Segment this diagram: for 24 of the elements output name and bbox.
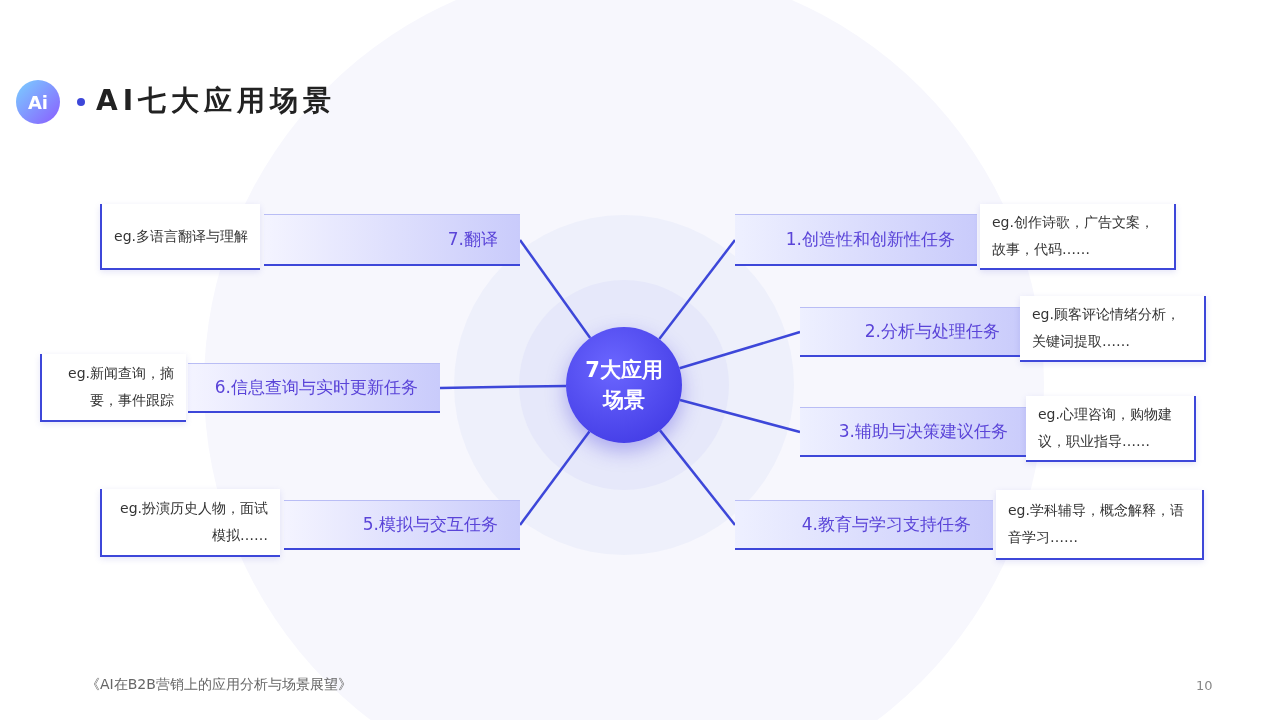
connector-line: [679, 398, 801, 434]
ai-icon: Ai: [16, 80, 60, 124]
task-banner: 1.创造性和创新性任务: [735, 214, 977, 266]
page-number: 10: [1196, 678, 1213, 693]
task-banner: 6.信息查询与实时更新任务: [188, 363, 440, 413]
task-banner: 7.翻译: [264, 214, 520, 266]
task-banner: 2.分析与处理任务: [800, 307, 1022, 357]
connector-line: [519, 430, 591, 526]
example-box: eg.学科辅导，概念解释，语音学习……: [996, 490, 1204, 560]
connector-line: [519, 239, 592, 339]
task-banner: 4.教育与学习支持任务: [735, 500, 993, 550]
task-banner: 5.模拟与交互任务: [284, 500, 520, 550]
example-box: eg.心理咨询，购物建议，职业指导……: [1026, 396, 1196, 462]
connector-line: [659, 429, 736, 526]
example-box: eg.新闻查询，摘要，事件跟踪: [40, 354, 186, 422]
example-box: eg.扮演历史人物，面试模拟……: [100, 489, 280, 557]
connector-line: [439, 384, 567, 390]
example-box: eg.多语言翻译与理解: [100, 204, 260, 270]
connector-line: [679, 330, 801, 370]
example-box: eg.顾客评论情绪分析，关键词提取……: [1020, 296, 1206, 362]
title: AI七大应用场景: [96, 83, 337, 119]
footer-note: 《AI在B2B营销上的应用分析与场景展望》: [86, 676, 352, 694]
connector-line: [658, 239, 736, 340]
example-box: eg.创作诗歌，广告文案，故事，代码……: [980, 204, 1176, 270]
